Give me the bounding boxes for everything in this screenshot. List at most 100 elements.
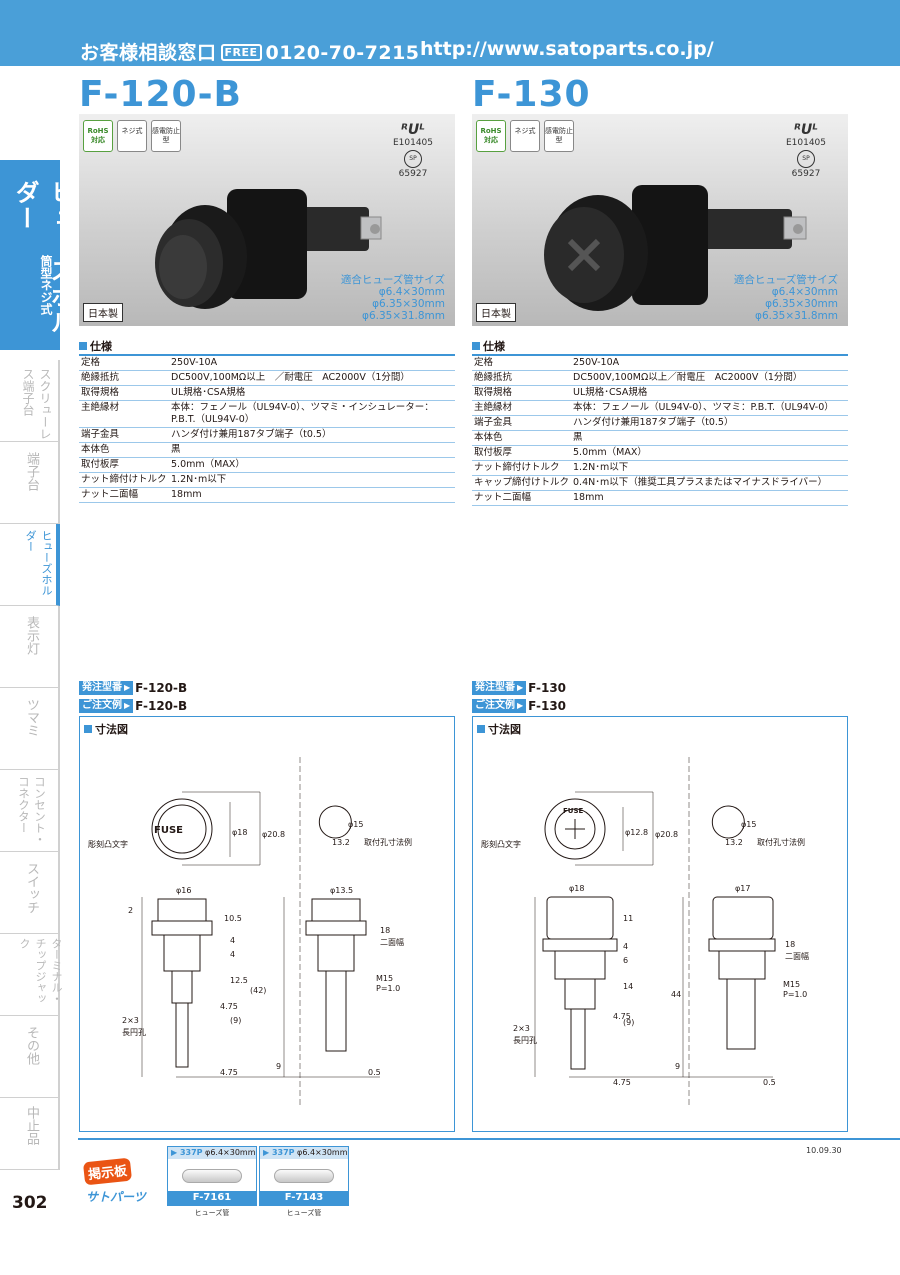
dim-h7: 9 <box>675 1062 680 1071</box>
dim-side-d: φ13.5 <box>330 886 353 895</box>
made-in-japan: 日本製 <box>476 303 516 322</box>
bulletin-board-logo[interactable]: 掲示板 サトパーツ <box>80 1146 156 1208</box>
square-bullet-icon <box>477 725 485 733</box>
nut-label: 二面幅 <box>785 951 809 961</box>
item-model: F-7143 <box>260 1191 348 1205</box>
csa-file-number: 65927 <box>398 169 428 179</box>
ul-file-number: E101405 <box>785 138 827 148</box>
example-value: F-120-B <box>135 699 188 713</box>
table-row: 端子金具ハンダ付け兼用187タブ端子（t0.5） <box>79 427 455 443</box>
example-value: F-130 <box>528 699 567 713</box>
order-value: F-130 <box>528 681 567 695</box>
order-info-f130: 発注型番F-130 ご注文例F-130 <box>472 680 848 716</box>
shock-proof-badge: 感電防止型 <box>151 120 181 152</box>
fuse-size: φ6.35×31.8mm <box>755 310 838 322</box>
certifications: ᴿUᴸ E101405 SP 65927 <box>383 122 443 181</box>
dim-w2: 4.75 <box>220 1068 238 1077</box>
dim-d-outer: φ20.8 <box>262 830 285 839</box>
tab-screwless-terminal[interactable]: スクリューレス端子台 <box>0 360 60 442</box>
dim-hole-w: 13.2 <box>332 838 350 847</box>
dim-h6: (9) <box>230 1016 241 1025</box>
tab-other[interactable]: その他 <box>0 1016 60 1098</box>
fuse-holder-image <box>544 185 807 311</box>
item-size: φ6.4×30mm <box>205 1148 256 1157</box>
fuse-size: φ6.35×30mm <box>765 298 838 310</box>
tel-number: 0120-70-7215 <box>265 42 420 64</box>
fuse-emboss-text: FUSE <box>154 825 183 836</box>
fuse-size: φ6.4×30mm <box>771 286 838 298</box>
side-index: ヒューズホルダー 筒型ネジ式 スクリューレス端子台 端子台 ヒューズホルダー 表… <box>0 0 74 1275</box>
dim-top-d: φ18 <box>569 884 584 893</box>
feature-badges: RoHS対応 ネジ式 感電防止型 <box>476 120 574 152</box>
example-label: ご注文例 <box>472 699 527 713</box>
fuse-emboss-text: FUSE <box>563 807 584 815</box>
site-url[interactable]: http://www.satoparts.co.jp/ <box>420 38 714 60</box>
screw-type-badge: ネジ式 <box>510 120 540 152</box>
fuse-tube-image <box>168 1159 256 1191</box>
order-label: 発注型番 <box>472 681 527 695</box>
dim-h2: 10.5 <box>224 914 242 923</box>
related-item-f7143[interactable]: ▶ 337P φ6.4×30mm F-7143 <box>259 1146 349 1206</box>
fuse-size: φ6.4×30mm <box>378 286 445 298</box>
dim-h3: 4 <box>623 942 628 951</box>
csa-file-number: 65927 <box>791 169 821 179</box>
tab-switch[interactable]: スイッチ <box>0 852 60 934</box>
made-in-japan: 日本製 <box>83 303 123 322</box>
product-model: F-120-B <box>79 74 242 115</box>
dimension-svg: FUSE 彫刻凸文字 φ12.8 φ20.8 φ15 13.2 取付孔寸法例 φ… <box>481 757 809 1107</box>
tab-outlet-connector[interactable]: コンセント・コネクター <box>0 770 60 852</box>
fuse-sizes: 適合ヒューズ管サイズ φ6.4×30mm φ6.35×30mm φ6.35×31… <box>734 274 838 322</box>
side-current-category: ヒューズホルダー 筒型ネジ式 <box>0 160 74 350</box>
fuse-tube-image <box>260 1159 348 1191</box>
board-title: 掲示板 <box>82 1157 133 1186</box>
tab-knob[interactable]: ツマミ <box>0 688 60 770</box>
square-bullet-icon <box>84 725 92 733</box>
order-label: 発注型番 <box>79 681 134 695</box>
dim-thickness: 0.5 <box>368 1068 381 1077</box>
item-arrow-icon: ▶ <box>171 1148 180 1157</box>
product-f120b: F-120-B RoHS対応 ネジ式 感電防止型 ᴿUᴸ E101405 SP … <box>79 76 455 503</box>
dim-h1: 11 <box>623 914 633 923</box>
ul-mark-icon: ᴿUᴸ <box>401 122 425 138</box>
fuse-size: φ6.35×30mm <box>372 298 445 310</box>
tab-terminal-block[interactable]: 端子台 <box>0 442 60 524</box>
ul-mark-icon: ᴿUᴸ <box>794 122 818 138</box>
example-label: ご注文例 <box>79 699 134 713</box>
dim-w2: 4.75 <box>613 1078 631 1087</box>
fuse-sizes: 適合ヒューズ管サイズ φ6.4×30mm φ6.35×30mm φ6.35×31… <box>341 274 445 322</box>
dim-nut: 18 <box>380 926 390 935</box>
csa-mark-icon: SP <box>797 150 815 168</box>
shock-proof-badge: 感電防止型 <box>544 120 574 152</box>
tab-fuse-holder[interactable]: ヒューズホルダー <box>0 524 60 606</box>
product-photo: RoHS対応 ネジ式 感電防止型 ᴿUᴸ E101405 SP 65927 適合… <box>79 114 455 326</box>
rohs-badge: RoHS対応 <box>476 120 506 152</box>
table-row: 本体色黒 <box>472 430 848 446</box>
tab-indicator-lamp[interactable]: 表示灯 <box>0 606 60 688</box>
rohs-badge: RoHS対応 <box>83 120 113 152</box>
item-model: F-7161 <box>168 1191 256 1205</box>
tab-discontinued[interactable]: 中止品 <box>0 1098 60 1170</box>
table-row: 主絶縁材本体：フェノール（UL94V-0）、ツマミ：P.B.T.（UL94V-0… <box>472 400 848 416</box>
page-number: 302 <box>12 1193 48 1213</box>
dim-total-h: (42) <box>250 986 266 995</box>
tab-terminal-chip-jack[interactable]: ターミナル・チップジャック <box>0 934 63 1016</box>
emboss-label: 彫刻凸文字 <box>481 839 521 849</box>
dim-h5: 14 <box>623 982 633 991</box>
certifications: ᴿUᴸ E101405 SP 65927 <box>776 122 836 181</box>
order-info-f120b: 発注型番F-120-B ご注文例F-120-B <box>79 680 455 716</box>
freedial-icon: FREE <box>220 44 262 61</box>
spec-heading: 仕様 <box>79 338 455 353</box>
dim-d-outer: φ20.8 <box>655 830 678 839</box>
table-row: 端子金具ハンダ付け兼用187タブ端子（t0.5） <box>472 415 848 431</box>
related-item-f7161[interactable]: ▶ 337P φ6.4×30mm F-7161 <box>167 1146 257 1206</box>
hole-label: 取付孔寸法例 <box>757 837 805 847</box>
